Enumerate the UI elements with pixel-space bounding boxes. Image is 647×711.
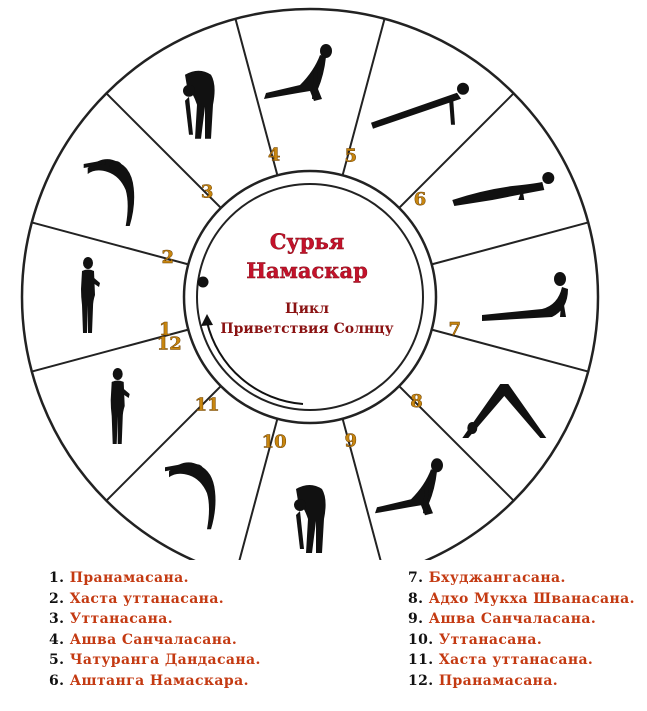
pose-2-backbend-arms-up-figure	[83, 159, 135, 226]
segment-divider	[234, 18, 279, 176]
legend-item-name: Ашва Санчаласана.	[69, 631, 238, 648]
outer-ring	[20, 7, 600, 560]
pose-7-cobra-figure	[482, 272, 568, 321]
segment-number-8: 8	[410, 391, 423, 412]
legend-item: 9. Ашва Санчаласана.	[408, 609, 635, 630]
legend-item-number: 3.	[49, 611, 65, 627]
legend-item-number: 11.	[408, 652, 434, 668]
legend-item-number: 2.	[49, 590, 65, 607]
center-title-line1: Сурья	[270, 229, 345, 254]
segment-number-11: 11	[195, 394, 220, 415]
segment-divider	[105, 92, 222, 209]
pose-5-plank-figure	[371, 82, 469, 129]
segment-number-10: 10	[262, 432, 287, 453]
legend-item: 4. Ашва Санчаласана.	[49, 630, 261, 651]
legend-item: 6. Аштанга Намаскара.	[49, 671, 261, 692]
segment-number-12: 12	[157, 334, 182, 355]
segment-divider	[31, 221, 189, 266]
segment-divider	[105, 385, 222, 502]
cycle-arrow	[197, 276, 304, 405]
legend-item: 10. Уттанасана.	[408, 630, 635, 651]
legend-item-name: Хаста уттанасана.	[69, 590, 225, 607]
legend-item-number: 7.	[408, 570, 424, 586]
legend-item: 11. Хаста уттанасана.	[408, 650, 635, 671]
segment-divider	[238, 418, 279, 560]
legend-item-number: 6.	[49, 672, 65, 689]
legend-item-number: 8.	[408, 590, 424, 607]
pose-9-low-lunge-figure	[375, 458, 443, 516]
pose-1-standing-prayer-figure	[81, 257, 100, 333]
legend-item-name: Пранамасана.	[69, 570, 189, 586]
legend-item-number: 10.	[408, 631, 434, 648]
segment-divider	[398, 385, 515, 502]
legend-item: 12. Пранамасана.	[408, 671, 635, 692]
legend-item-number: 12.	[408, 672, 434, 689]
pose-6-eight-limb-figure	[452, 172, 555, 206]
segment-divider	[398, 92, 515, 209]
pose-3-forward-fold-figure	[183, 70, 215, 139]
legend-item-number: 9.	[408, 611, 424, 627]
legend-item-number: 4.	[49, 631, 65, 648]
pose-12-standing-prayer-figure	[110, 368, 130, 444]
inner-ring-inner	[196, 183, 424, 411]
segment-number-7: 7	[449, 319, 462, 340]
legend-item: 8. Адхо Мукха Шванасана.	[408, 589, 635, 610]
legend-left-column: 1. Пранамасана.2. Хаста уттанасана.3. Ут…	[49, 568, 261, 691]
segment-divider	[341, 18, 386, 176]
legend-right-column: 7. Бхуджангасана.8. Адхо Мукха Шванасана…	[408, 568, 635, 691]
legend-item-name: Ашва Санчаласана.	[428, 611, 597, 627]
legend-item-name: Пранамасана.	[438, 672, 559, 689]
pose-10-forward-fold-figure	[294, 485, 326, 553]
segment-divider	[431, 221, 589, 266]
legend-item-name: Уттанасана.	[69, 611, 173, 627]
legend-item-name: Уттанасана.	[438, 631, 543, 648]
legend-item-number: 5.	[49, 652, 65, 668]
segment-number-3: 3	[201, 182, 214, 203]
segment-dividers	[31, 18, 589, 560]
center-subtitle-line2: Приветствия Солнцу	[220, 321, 393, 337]
legend-item: 1. Пранамасана.	[49, 568, 261, 589]
segment-divider	[431, 328, 589, 373]
pose-11-backbend-arms-up-figure	[165, 462, 216, 530]
legend-item: 2. Хаста уттанасана.	[49, 589, 261, 610]
legend-item: 3. Уттанасана.	[49, 609, 261, 630]
center-title-line2: Намаскар	[246, 258, 368, 283]
segment-number-9: 9	[345, 430, 358, 451]
segment-divider	[341, 418, 382, 560]
pose-figures-layer	[81, 44, 568, 553]
segment-number-5: 5	[345, 146, 358, 167]
cycle-start-dot	[197, 276, 209, 288]
legend-item-number: 1.	[49, 570, 65, 586]
segment-number-1: 1	[159, 319, 172, 340]
segment-number-4: 4	[268, 144, 281, 165]
segment-number-2: 2	[161, 247, 174, 268]
legend-item-name: Адхо Мукха Шванасана.	[428, 590, 635, 607]
legend-item-name: Чатуранга Дандасана.	[69, 652, 261, 668]
center-subtitle-line1: Цикл	[285, 301, 329, 317]
legend-item-name: Аштанга Намаскара.	[69, 672, 249, 689]
legend-item-name: Хаста уттанасана.	[438, 652, 594, 668]
surya-namaskar-wheel: Сурья Намаскар Цикл Приветствия Солнцу 1…	[20, 7, 600, 560]
legend-item-name: Бхуджангасана.	[428, 570, 566, 586]
pose-8-downward-dog-figure	[462, 384, 547, 438]
segment-number-6: 6	[414, 189, 427, 210]
pose-4-low-lunge-figure	[264, 44, 332, 101]
segment-divider	[31, 328, 189, 373]
legend-item: 7. Бхуджангасана.	[408, 568, 635, 589]
legend-item: 5. Чатуранга Дандасана.	[49, 650, 261, 671]
